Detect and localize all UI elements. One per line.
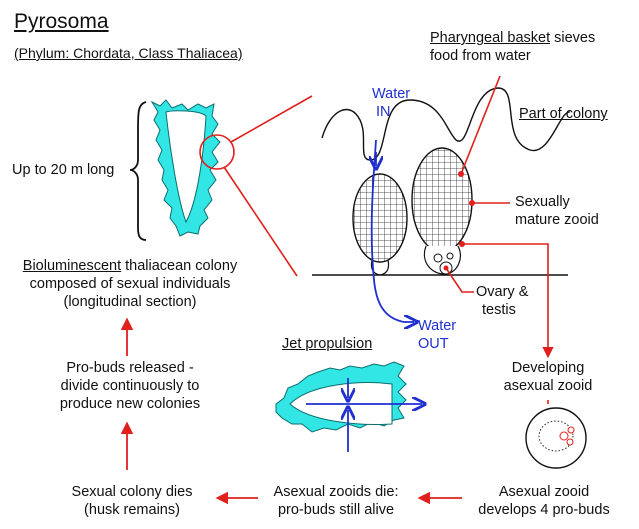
sexual-colony-dies-label-2: (husk remains) [84,502,180,518]
zooid-left [352,173,408,276]
developing-label-1: Developing [511,360,585,376]
pharyngeal-label: Pharyngeal basket sieves [430,30,595,47]
developing-pointer [462,243,554,359]
water-out-label-2: OUT [418,336,449,352]
pharyngeal-pointer [460,75,501,175]
zoom-line-bottom [223,166,298,277]
biolum-rest: thaliacean colony [125,258,238,274]
jet-colony [275,361,422,452]
water-in-label-1: Water [372,86,411,102]
sexually-mature-label-1: Sexually [515,194,570,210]
ovary-label-1: Ovary & [476,284,529,300]
biolum-term: Bioluminescent [22,258,122,274]
sexual-colony-dies-label-1: Sexual colony dies [71,484,193,500]
page-title: Pyrosoma [14,10,109,33]
probuds-label-2: divide continuously to [60,378,200,394]
asexual-zooid-label-2: develops 4 pro-buds [478,502,610,518]
biolum-label-line3: (longitudinal section) [63,294,197,310]
ovary-label-2: testis [482,302,516,318]
length-label: Up to 20 m long [12,162,115,178]
probuds-label-3: produce new colonies [59,396,201,412]
asexual-die-label-1: Asexual zooids die: [273,484,399,500]
water-out-label-1: Water [418,318,457,334]
biolum-label-line2: composed of sexual individuals [29,276,231,292]
zoom-circle [199,134,235,170]
biolum-label-line1: Bioluminescent thaliacean colony [4,258,256,275]
colony-wall-outline [321,87,571,161]
sexually-mature-label-2: mature zooid [515,212,599,228]
pharyngeal-term: Pharyngeal basket [430,30,551,46]
asexual-zooid-label-1: Asexual zooid [498,484,590,500]
developing-label-2: asexual zooid [503,378,593,394]
zoom-line-top [230,95,313,143]
developing-zooid [525,407,587,469]
length-bracket [129,101,147,241]
asexual-die-label-2: pro-buds still alive [277,502,395,518]
zooid-right [411,147,473,275]
water-flow-arrow [370,139,414,322]
colony-longitudinal-section [150,99,221,237]
ovary-pointer [445,267,474,293]
subtitle: (Phylum: Chordata, Class Thaliacea) [14,45,243,61]
probuds-label-1: Pro-buds released - [66,360,194,376]
water-in-label-2: IN [376,104,391,120]
pharyngeal-label-line2: food from water [430,48,531,64]
jet-propulsion-label: Jet propulsion [282,336,373,352]
pharyngeal-rest: sieves [554,30,596,46]
part-of-colony-label: Part of colony [519,106,608,122]
